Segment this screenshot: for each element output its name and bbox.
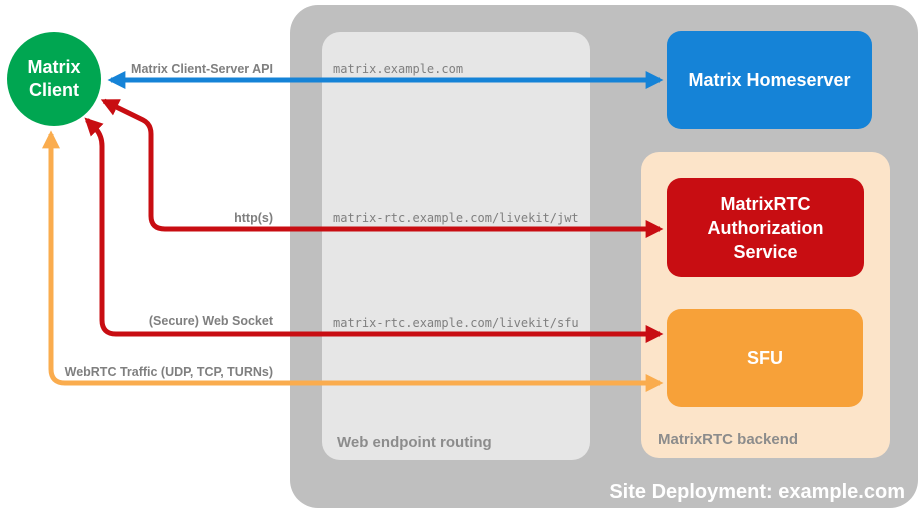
endpoint-matrix-example-com: matrix.example.com xyxy=(333,62,464,76)
matrix-homeserver-node: Matrix Homeserver xyxy=(667,31,872,129)
web-socket-arrow-label: (Secure) Web Socket xyxy=(148,314,273,328)
web-endpoint-routing-label: Web endpoint routing xyxy=(337,434,492,451)
endpoint-livekit-sfu: matrix-rtc.example.com/livekit/sfu xyxy=(333,316,579,330)
matrix-homeserver-label: Matrix Homeserver xyxy=(688,70,851,90)
matrix-client-label-line1: Matrix xyxy=(27,57,81,77)
sfu-label: SFU xyxy=(747,348,783,368)
matrixrtc-authorization-service-label: MatrixRTC Authorization Service xyxy=(707,193,824,262)
matrixrtc-backend-label: MatrixRTC backend xyxy=(658,431,799,448)
matrixrtc-authorization-service-node: MatrixRTC Authorization Service xyxy=(667,178,864,277)
web-endpoint-routing-container: Web endpoint routing xyxy=(322,32,590,460)
webrtc-traffic-arrow-label: WebRTC Traffic (UDP, TCP, TURNs) xyxy=(64,365,273,379)
sfu-node: SFU xyxy=(667,309,863,407)
site-deployment-caption: Site Deployment: example.com xyxy=(609,481,905,503)
matrix-client-node: Matrix Client xyxy=(7,32,101,126)
https-arrow-label: http(s) xyxy=(234,211,273,225)
matrix-client-label-line2: Client xyxy=(28,80,79,100)
client-server-api-arrow-label: Matrix Client-Server API xyxy=(131,62,273,76)
endpoint-livekit-jwt: matrix-rtc.example.com/livekit/jwt xyxy=(333,211,579,225)
